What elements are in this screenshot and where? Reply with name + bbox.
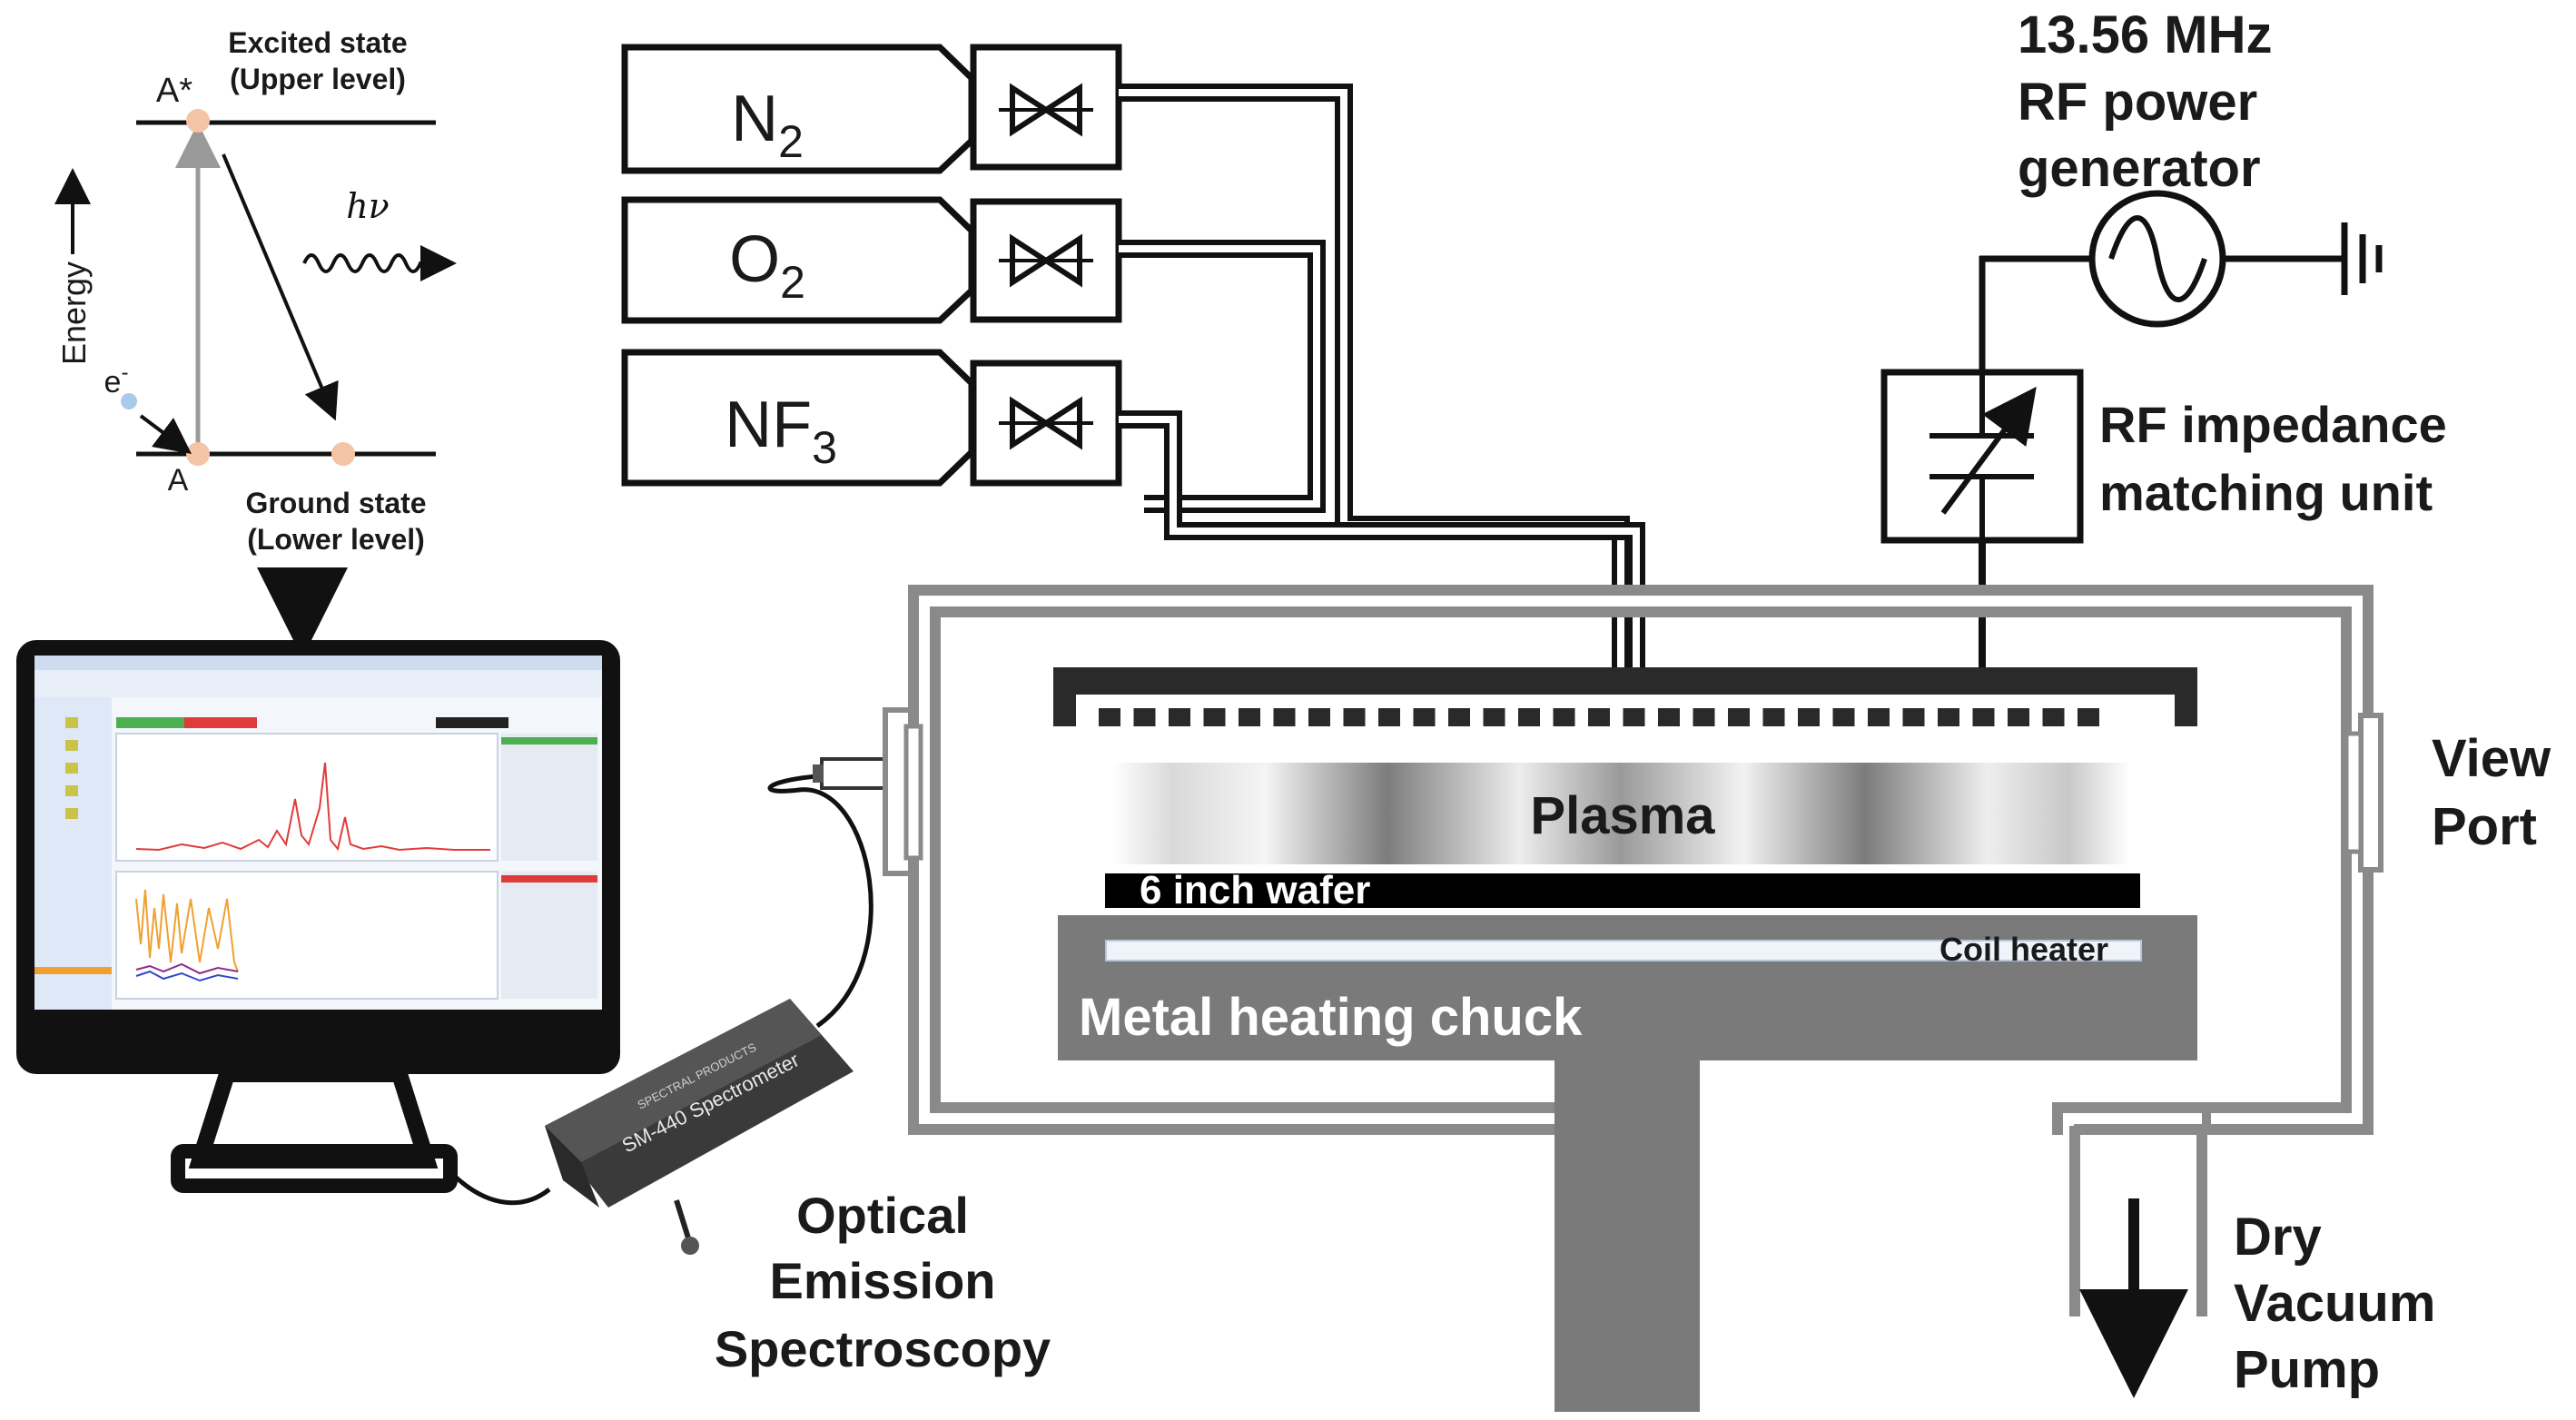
trend-trace-purple — [135, 962, 239, 975]
electron-arrow — [139, 414, 192, 454]
valve-nf3-icon — [970, 360, 1122, 487]
showerhead-hole — [2042, 708, 2065, 726]
view-port-label-line2: Port — [2432, 797, 2537, 856]
ground-atom — [186, 442, 210, 466]
variable-capacitor-icon — [1930, 372, 2037, 540]
view-port-label-line1: View — [2432, 729, 2551, 788]
valve-o2-icon — [970, 198, 1122, 323]
electron-label: e- — [104, 360, 129, 399]
excited-atom-label: A* — [156, 72, 192, 110]
plasma-region — [1112, 763, 2129, 864]
pump-label-line2: Vacuum — [2234, 1274, 2435, 1333]
energy-axis-label: Energy — [55, 261, 93, 365]
showerhead-hole — [1798, 708, 1820, 726]
electron — [121, 393, 137, 409]
showerhead-hole — [1099, 708, 1120, 726]
showerhead-hole — [1553, 708, 1575, 726]
gas-label-n2: N2 — [731, 83, 804, 167]
coil-heater-label: Coil heater — [1939, 931, 2108, 968]
oes-label-line1: Optical — [796, 1187, 969, 1244]
excited-state-sub: (Upper level) — [230, 63, 406, 95]
showerhead-hole — [1133, 708, 1156, 726]
energy-level-diagram: Excited state (Upper level) A* A Ground … — [54, 26, 457, 658]
metal-heating-chuck — [1058, 915, 2197, 1060]
excited-state-title: Excited state — [228, 26, 407, 59]
plasma-label: Plasma — [1530, 786, 1715, 845]
trend-trace-blue — [135, 970, 239, 982]
chuck-label: Metal heating chuck — [1079, 988, 1583, 1047]
gas-label-nf3: NF3 — [725, 389, 837, 473]
matching-unit-label-line1: RF impedance — [2099, 396, 2447, 453]
monitor-base — [171, 1144, 458, 1193]
view-port-right — [2358, 713, 2384, 873]
relaxed-atom — [331, 442, 355, 466]
valve-n2-icon — [970, 44, 1122, 171]
fiber-connector — [820, 757, 892, 790]
gas-cylinder-n2: N2 — [621, 44, 975, 174]
showerhead-hole — [1308, 708, 1330, 726]
showerhead-hole — [1588, 708, 1610, 726]
gas-cylinder-nf3: NF3 — [621, 349, 975, 487]
rf-generator-label-line1: 13.56 MHz — [2018, 5, 2272, 64]
chuck-pedestal — [1554, 1058, 1700, 1412]
showerhead-hole — [1623, 708, 1645, 726]
showerhead-hole — [1273, 708, 1296, 726]
showerhead-hole — [1343, 708, 1366, 726]
matching-unit-label-line2: matching unit — [2099, 464, 2433, 521]
showerhead-hole — [1972, 708, 1995, 726]
rf-generator-label-line3: generator — [2018, 139, 2261, 198]
coil-heater — [1105, 940, 2142, 961]
showerhead-hole — [1413, 708, 1436, 726]
showerhead-electrode — [1053, 667, 2197, 726]
showerhead-holes — [1099, 708, 2099, 726]
showerhead-hole — [1832, 708, 1855, 726]
trend-trace-orange — [135, 889, 239, 972]
ground-state-sub: (Lower level) — [247, 523, 425, 556]
computer-monitor — [16, 640, 620, 1193]
showerhead-hole — [1203, 708, 1226, 726]
oes-label-line3: Spectroscopy — [715, 1320, 1051, 1377]
ground-state-title: Ground state — [245, 487, 426, 519]
gas-supply: N2 O2 NF3 — [621, 44, 1645, 672]
wafer — [1105, 873, 2140, 908]
emission-arrow — [222, 153, 339, 421]
ground-atom-label: A — [168, 463, 189, 498]
pump-label-line1: Dry — [2234, 1208, 2322, 1267]
gas-lines — [1119, 84, 1645, 672]
usb-cable-to-computer — [448, 1169, 551, 1206]
pump-label-line3: Pump — [2234, 1340, 2380, 1399]
showerhead-hole — [1902, 708, 1925, 726]
showerhead-hole — [1518, 708, 1540, 726]
rf-power-section: 13.56 MHz RF power generator RF impedanc… — [1880, 5, 2447, 672]
photon-wave-icon — [302, 245, 457, 281]
showerhead-hole — [1169, 708, 1190, 726]
rf-generator-label-line2: RF power — [2018, 73, 2257, 132]
plasma-chamber: Plasma 6 inch wafer Coil heater Metal he… — [883, 585, 2551, 1412]
showerhead-hole — [2078, 708, 2099, 726]
spectrum-trace — [135, 762, 490, 852]
photon-label: hν — [346, 186, 390, 226]
showerhead-hole — [1658, 708, 1680, 726]
showerhead-hole — [1938, 708, 1959, 726]
showerhead-hole — [1483, 708, 1505, 726]
spectrum-chart-panel — [115, 733, 498, 862]
showerhead-hole — [1239, 708, 1260, 726]
showerhead-hole — [1448, 708, 1470, 726]
showerhead-hole — [1378, 708, 1400, 726]
excited-atom — [186, 109, 210, 133]
showerhead-hole — [1868, 708, 1890, 726]
showerhead-hole — [2008, 708, 2029, 726]
wafer-label: 6 inch wafer — [1140, 868, 1370, 912]
gas-cylinder-o2: O2 — [621, 196, 975, 324]
gas-label-o2: O2 — [729, 223, 805, 308]
showerhead-hole — [1728, 708, 1750, 726]
optical-fiber-cable — [767, 774, 873, 1029]
showerhead-hole — [1762, 708, 1785, 726]
monitor-stand — [188, 1066, 439, 1169]
oes-label-line2: Emission — [770, 1252, 996, 1309]
showerhead-hole — [1693, 708, 1715, 726]
ground-icon — [2341, 222, 2383, 295]
